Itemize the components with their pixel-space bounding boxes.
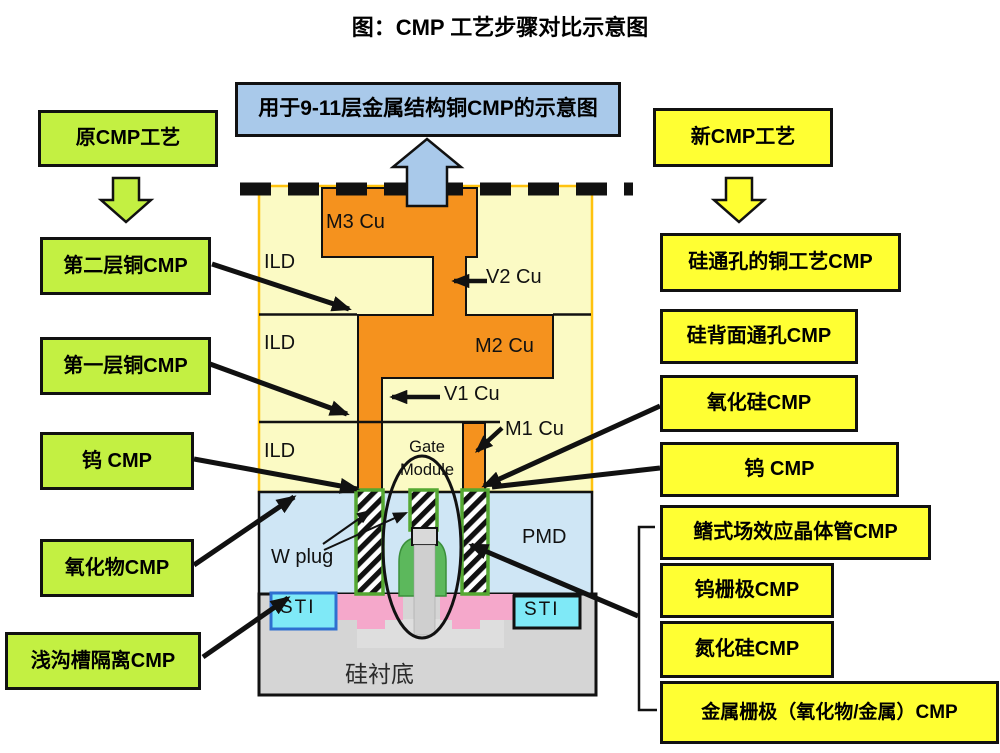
gate-module-label-line2: Module [399, 461, 455, 480]
new-process-item-box: 硅背面通孔CMP [660, 309, 858, 364]
arrow-silicon-oxide-cmp [481, 403, 662, 489]
arrow-tungsten-cmp-left [193, 456, 360, 494]
sti-right-region [512, 594, 582, 630]
right-square-bracket [637, 525, 657, 712]
old-process-item-box: 氧化物CMP [40, 539, 194, 597]
old-process-item-box: 第一层铜CMP [40, 337, 211, 395]
new-process-item-box: 氮化硅CMP [660, 621, 834, 678]
gate-module-label-line1: Gate [409, 438, 445, 456]
arrow-m1-cu [475, 426, 504, 453]
ild2-label: ILD [264, 332, 296, 354]
old-process-header-box: 原CMP工艺 [38, 110, 218, 167]
new-process-item-box: 钨栅极CMP [660, 563, 834, 618]
yellow-down-arrow [710, 176, 768, 224]
substrate-label: 硅衬底 [345, 661, 414, 687]
new-process-header-box: 新CMP工艺 [653, 108, 833, 167]
old-process-item-box: 第二层铜CMP [40, 237, 211, 295]
w-plug-middle [408, 488, 439, 532]
arrow-w-plug-1 [322, 509, 372, 545]
pmd-label: PMD [522, 526, 567, 548]
arrow-sti-cmp [201, 595, 291, 660]
top-banner-box: 用于9-11层金属结构铜CMP的示意图 [235, 82, 621, 137]
arrow-first-layer-cu [209, 361, 350, 417]
sti-right-label: STI [524, 599, 560, 620]
v2-cu-label: V2 Cu [486, 266, 542, 288]
green-down-arrow [97, 176, 155, 224]
new-process-item-box: 硅通孔的铜工艺CMP [660, 233, 901, 292]
v1-cu-label: V1 Cu [444, 383, 500, 405]
arrow-finfet-group [468, 542, 639, 619]
gate-module-ellipse [381, 454, 463, 640]
arrow-second-layer-cu [211, 261, 352, 312]
m2-cu-label: M2 Cu [475, 335, 534, 357]
new-process-item-box: 氧化硅CMP [660, 375, 858, 432]
m1-cu-label: M1 Cu [505, 418, 564, 440]
new-process-item-box: 金属栅极（氧化物/金属）CMP [660, 681, 999, 744]
arrow-w-plug-2 [323, 512, 409, 551]
arrow-oxide-cmp [192, 494, 297, 568]
old-process-item-box: 浅沟槽隔离CMP [5, 632, 201, 690]
sti-left-label: STI [280, 597, 316, 618]
copper-m3-v2-m2-v1-shape [321, 187, 554, 493]
diffusion-left-step [357, 620, 385, 629]
old-process-item-box: 钨 CMP [40, 432, 194, 490]
m3-cu-label: M3 Cu [326, 211, 385, 233]
w-plug-label: W plug [271, 546, 334, 568]
w-plug-left [354, 488, 385, 596]
ild3-label: ILD [264, 440, 296, 462]
w-plug-right [460, 488, 490, 596]
gate-module-label: Gate Module [397, 436, 457, 482]
arrow-tungsten-cmp-right [491, 465, 661, 490]
gate-contact-cap [411, 527, 438, 546]
page-title: 图：CMP 工艺步骤对比示意图 [351, 15, 649, 40]
new-process-item-box: 鳍式场效应晶体管CMP [660, 505, 931, 560]
gate-contact-bar [413, 544, 436, 636]
ild1-label: ILD [264, 251, 296, 273]
new-process-item-box: 钨 CMP [660, 442, 899, 497]
diffusion-right-step [452, 620, 480, 629]
blue-up-arrow [389, 137, 465, 208]
copper-m1-shape [462, 422, 486, 493]
